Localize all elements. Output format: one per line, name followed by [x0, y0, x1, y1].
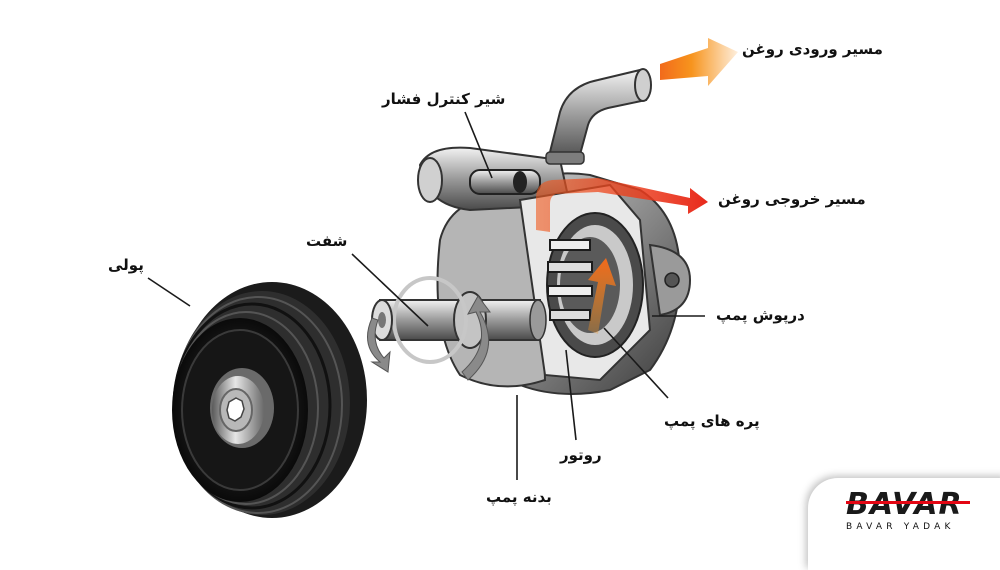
internal-flow-arrow [588, 258, 616, 334]
bavar-logo: BAVAR [846, 487, 970, 520]
leader-lines [147, 111, 705, 480]
oil-inlet-arrow [660, 38, 738, 86]
label-oil-outlet: مسیر خروجی روغن [718, 190, 866, 208]
logo-red-bar [846, 501, 970, 504]
label-pressure-valve: شیر کنترل فشار [382, 90, 506, 108]
leader-shaft [351, 253, 429, 327]
label-rotor: روتور [560, 446, 602, 464]
flow-arrows [536, 38, 738, 334]
pump-illustration [367, 68, 692, 395]
brand-subtitle: BAVAR YADAK [846, 522, 955, 532]
label-pump-body: بدنه پمپ [486, 488, 552, 506]
label-oil-inlet: مسیر ورودی روغن [742, 40, 883, 58]
oil-outlet-arrow [536, 178, 708, 232]
leader-pressure-valve [464, 111, 493, 179]
pulley-illustration [172, 282, 367, 518]
label-pump-cover: درپوش پمپ [716, 306, 805, 324]
label-shaft: شفت [306, 232, 348, 250]
label-pump-vanes: پره های پمپ [664, 412, 760, 430]
leader-vanes [603, 327, 669, 399]
leader-pulley [147, 277, 191, 307]
brand-logo-card: BAVAR BAVAR YADAK [808, 478, 1000, 570]
leader-rotor [565, 349, 577, 441]
label-pulley: پولی [108, 256, 144, 274]
